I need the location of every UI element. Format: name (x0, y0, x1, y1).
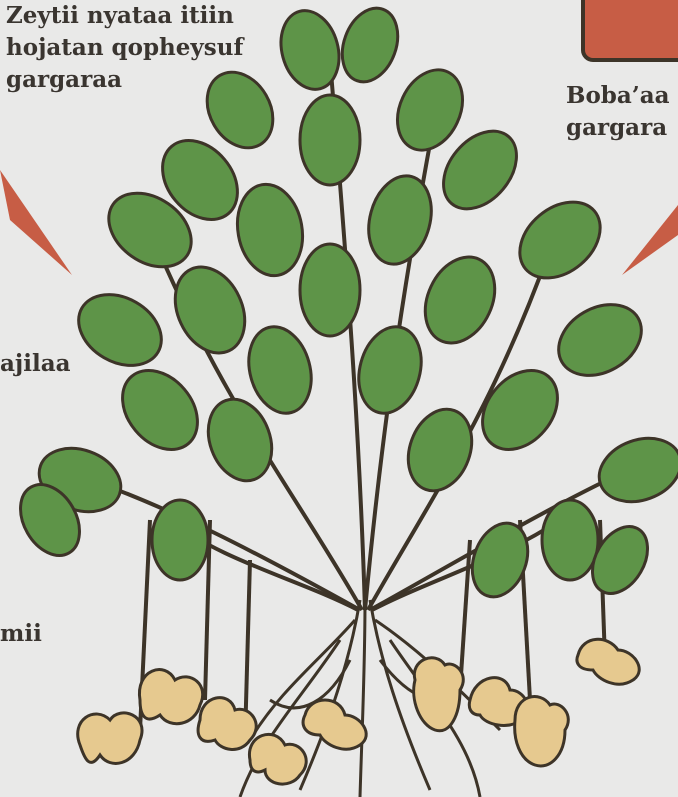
label-top-right: Boba’aa gargara (566, 80, 670, 144)
peanut-pod-icon (303, 700, 366, 749)
callout-box (583, 0, 678, 60)
label-bottom-left: mii (0, 618, 42, 650)
callout-pointer-icon (0, 170, 72, 275)
callout-pointer-icon (622, 205, 678, 275)
label-line: gargara (566, 112, 670, 144)
label-middle-left: ajilaa (0, 348, 71, 380)
peanut-pod-icon (78, 713, 142, 763)
peanut-pods (78, 639, 640, 784)
label-line: Boba’aa (566, 80, 670, 112)
peanut-pod-icon (515, 697, 569, 766)
label-line: gargaraa (6, 64, 243, 96)
label-top-left: Zeytii nyataa itiin hojatan qopheysuf ga… (6, 0, 243, 96)
peanut-pod-icon (249, 734, 306, 784)
label-line: hojatan qopheysuf (6, 32, 243, 64)
peanut-pod-icon (139, 670, 202, 724)
label-line: Zeytii nyataa itiin (6, 0, 243, 32)
peanut-pod-icon (414, 658, 464, 731)
peanut-pod-icon (577, 639, 639, 684)
